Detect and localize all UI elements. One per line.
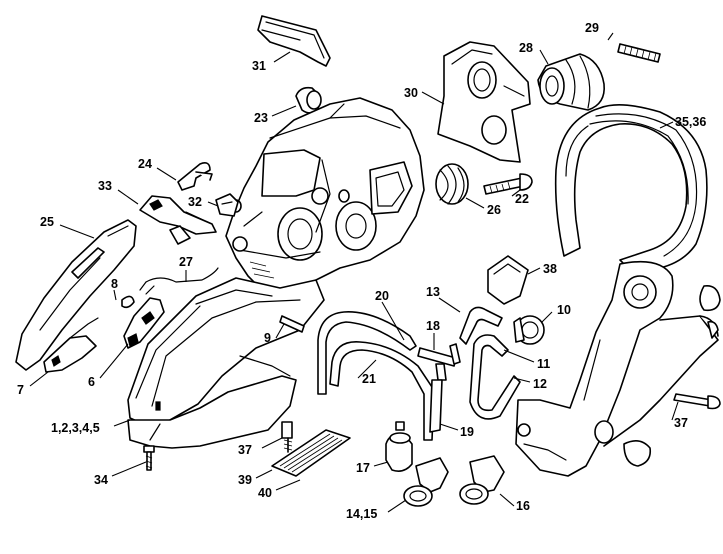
part-7-lever bbox=[43, 317, 99, 373]
callout-7: 7 bbox=[17, 383, 24, 397]
callout-28: 28 bbox=[519, 41, 533, 55]
part-29-stud bbox=[617, 43, 661, 63]
part-38-bracket bbox=[487, 255, 529, 305]
leader-lines bbox=[29, 32, 679, 513]
part-8-pin bbox=[121, 295, 135, 309]
rear-cap bbox=[623, 440, 652, 467]
part-6-trigger bbox=[123, 285, 165, 349]
callout-11: 11 bbox=[537, 357, 550, 371]
callout-25: 25 bbox=[40, 215, 54, 229]
part-22-screw bbox=[483, 173, 533, 195]
callout-13: 13 bbox=[426, 285, 440, 299]
part-10-fitting bbox=[513, 315, 545, 345]
part-17-filter bbox=[385, 421, 413, 472]
callout-40: 40 bbox=[258, 486, 272, 500]
callout-24: 24 bbox=[138, 157, 152, 171]
callout-31: 31 bbox=[252, 59, 266, 73]
part-19-hose bbox=[429, 379, 443, 433]
part-9-pin bbox=[279, 315, 305, 333]
callout-16: 16 bbox=[516, 499, 530, 513]
part-11-12-hose bbox=[469, 334, 521, 420]
part-24-bracket bbox=[177, 162, 213, 191]
part-18-connector bbox=[417, 343, 461, 381]
part-33-trigger-assembly bbox=[139, 195, 217, 245]
callout-33: 33 bbox=[98, 179, 112, 193]
callout-17: 17 bbox=[356, 461, 370, 475]
part-14-15-mount bbox=[403, 457, 449, 507]
part-20-hose bbox=[317, 311, 417, 395]
callout-10: 10 bbox=[557, 303, 571, 317]
callout-29: 29 bbox=[585, 21, 599, 35]
part-28-manifold bbox=[537, 53, 605, 111]
callout-35-36: 35,36 bbox=[675, 115, 706, 129]
part-25-handle-cover bbox=[15, 219, 137, 371]
part-27-rod bbox=[139, 267, 219, 291]
callout-20: 20 bbox=[375, 289, 389, 303]
callout-21: 21 bbox=[362, 372, 376, 386]
callout-19: 19 bbox=[460, 425, 474, 439]
part-37-screw bbox=[281, 421, 293, 453]
callout-32: 32 bbox=[188, 195, 202, 209]
callout-30: 30 bbox=[404, 86, 418, 100]
part-37-rear-screw bbox=[673, 393, 721, 410]
callout-6: 6 bbox=[88, 375, 95, 389]
callout-22: 22 bbox=[515, 192, 529, 206]
part-13-hose bbox=[459, 306, 503, 345]
callout-12: 12 bbox=[533, 377, 547, 391]
callout-9: 9 bbox=[264, 331, 271, 345]
callout-39: 39 bbox=[238, 473, 252, 487]
part-32-clip bbox=[215, 193, 239, 217]
part-39-40-pads bbox=[271, 429, 351, 477]
callout-23: 23 bbox=[254, 111, 268, 125]
callout-18: 18 bbox=[426, 319, 440, 333]
callout-1-5: 1,2,3,4,5 bbox=[51, 421, 100, 435]
part-35-36-handlebar bbox=[554, 104, 708, 277]
callout-38: 38 bbox=[543, 262, 557, 276]
part-30-shroud bbox=[437, 41, 531, 163]
callout-37b: 37 bbox=[238, 443, 252, 457]
part-34-screw bbox=[143, 445, 155, 471]
callout-26: 26 bbox=[487, 203, 501, 217]
callout-27: 27 bbox=[179, 255, 193, 269]
main-housing bbox=[225, 97, 425, 297]
callout-34: 34 bbox=[94, 473, 108, 487]
part-31-cover bbox=[257, 15, 331, 67]
part-23-plug bbox=[295, 86, 322, 114]
tank-housing bbox=[127, 277, 325, 449]
part-21-hose bbox=[329, 341, 435, 441]
callout-14-15: 14,15 bbox=[346, 507, 377, 521]
callout-labels: 29 28 31 30 23 35,36 24 33 32 22 26 25 2… bbox=[17, 21, 706, 521]
rear-handle-frame bbox=[515, 260, 721, 477]
callout-8: 8 bbox=[111, 277, 118, 291]
callout-37a: 37 bbox=[674, 416, 688, 430]
part-16-mount bbox=[459, 455, 505, 505]
part-26-buffer bbox=[435, 163, 469, 205]
